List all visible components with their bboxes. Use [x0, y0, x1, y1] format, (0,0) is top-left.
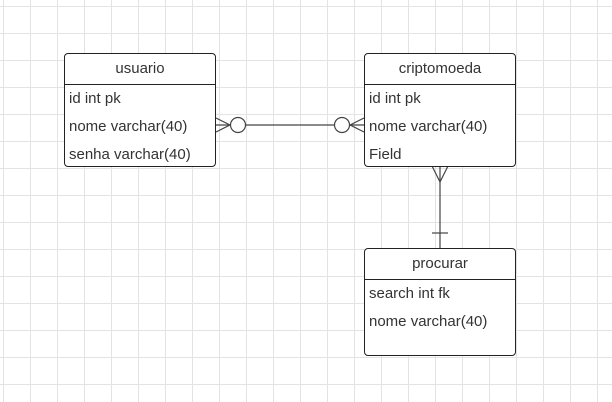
entity-usuario[interactable]: usuario id int pk nome varchar(40) senha…: [64, 53, 216, 167]
entity-title: procurar: [365, 249, 515, 280]
attribute-row: nome varchar(40): [369, 313, 488, 330]
attribute-row: nome varchar(40): [369, 118, 488, 135]
crows-foot-criptomoeda-end: [349, 117, 365, 133]
entity-title: usuario: [65, 54, 215, 85]
crows-foot-usuario-end: [215, 117, 231, 133]
entity-title: criptomoeda: [365, 54, 515, 85]
zero-circle-usuario-end: [229, 116, 247, 134]
crows-foot-criptomoeda-bottom: [431, 165, 449, 183]
attribute-row: Field: [369, 146, 402, 163]
attribute-row: id int pk: [69, 90, 121, 107]
attribute-row: nome varchar(40): [69, 118, 188, 135]
attribute-row: search int fk: [369, 285, 450, 302]
attribute-row: senha varchar(40): [69, 146, 191, 163]
attribute-row: id int pk: [369, 90, 421, 107]
entity-procurar[interactable]: procurar search int fk nome varchar(40): [364, 248, 516, 356]
entity-criptomoeda[interactable]: criptomoeda id int pk nome varchar(40) F…: [364, 53, 516, 167]
zero-circle-criptomoeda-end: [333, 116, 351, 134]
